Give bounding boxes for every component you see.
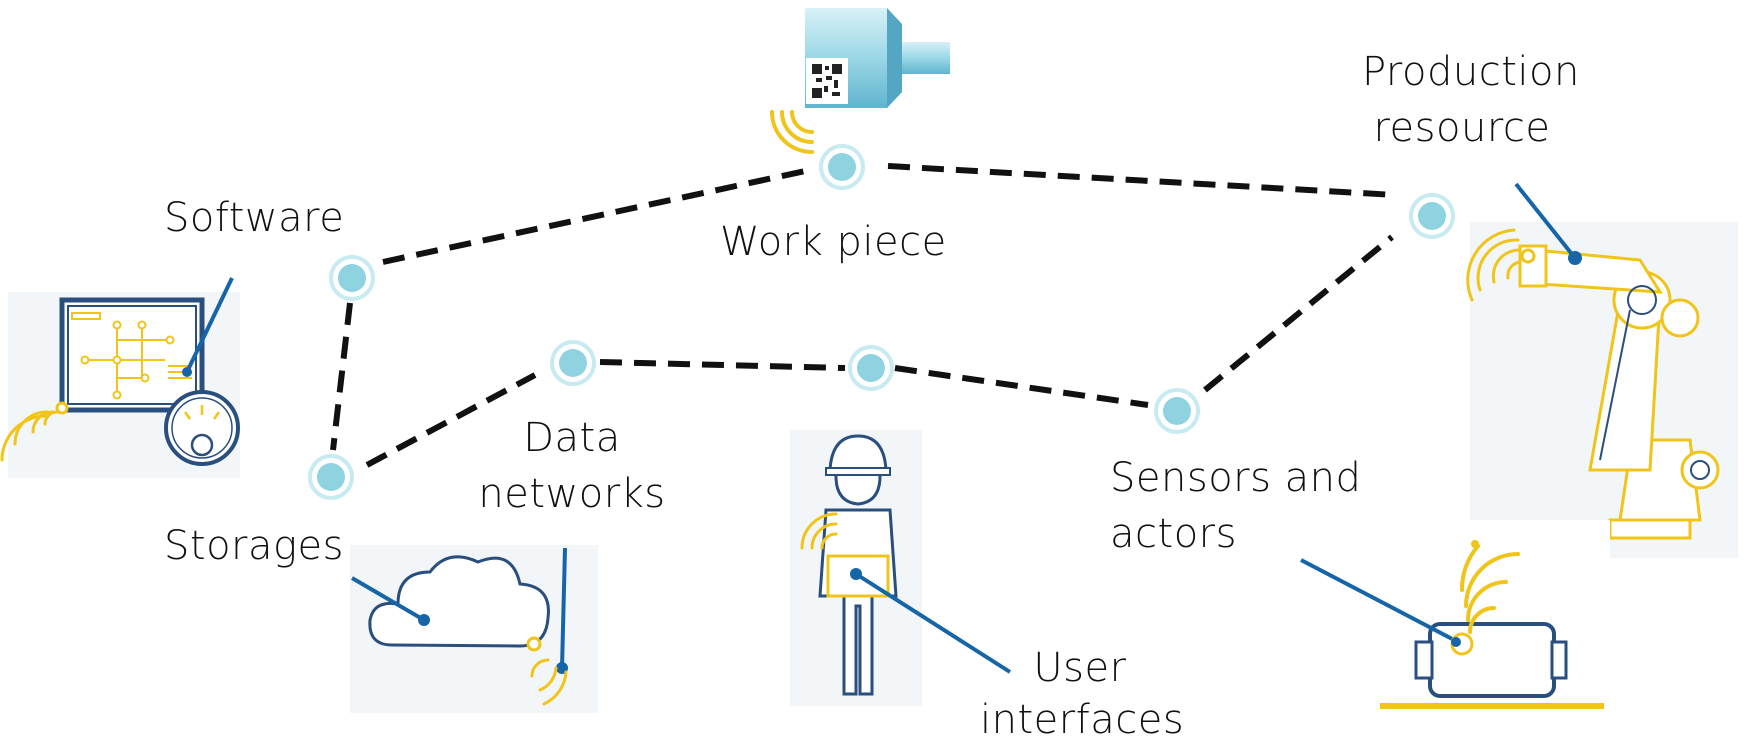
label-user-interfaces-line2: interfaces (980, 697, 1185, 743)
label-production-resource-line2: resource (1373, 105, 1551, 151)
label-data-networks: Data networks (472, 410, 672, 522)
dashboard-icon (0, 277, 240, 478)
edge-workpiece-production (887, 163, 1396, 198)
edge-mid-sensors (894, 365, 1149, 408)
nodes (308, 144, 1455, 500)
qr-workpiece-icon (770, 8, 950, 154)
node-data-networks (550, 340, 596, 386)
label-production-resource: Production resource (1362, 44, 1580, 156)
label-sensors-actors-line2: actors (1110, 511, 1237, 557)
cloud-icon (350, 545, 598, 713)
node-production-resource (1409, 193, 1455, 239)
label-user-interfaces-line1: User (1033, 645, 1127, 691)
wireless-signal-icon (770, 110, 814, 154)
node-user-interfaces (848, 345, 894, 391)
worker-icon (790, 430, 1012, 706)
label-storages: Storages (164, 523, 344, 569)
edge-software-workpiece (382, 167, 811, 265)
label-data-networks-line2: networks (478, 471, 666, 517)
node-sensors-actors (1154, 388, 1200, 434)
edges (330, 163, 1396, 468)
edge-software-storages (330, 302, 353, 451)
label-software: Software (164, 195, 345, 241)
node-software (329, 255, 375, 301)
motor-sensor-icon (1300, 520, 1610, 712)
label-user-interfaces: User interfaces (980, 642, 1185, 746)
label-production-resource-line1: Production (1362, 49, 1580, 95)
node-storages (308, 454, 354, 500)
edge-sensors-production (1203, 234, 1394, 393)
label-data-networks-line1: Data (523, 415, 621, 461)
label-sensors-actors: Sensors and actors (1110, 450, 1361, 562)
label-work-piece: Work piece (720, 219, 947, 265)
label-sensors-actors-line1: Sensors and (1110, 455, 1362, 501)
node-work-piece (819, 144, 865, 190)
robot-arm-icon (1466, 182, 1738, 558)
edge-datanet-mid (599, 359, 846, 371)
